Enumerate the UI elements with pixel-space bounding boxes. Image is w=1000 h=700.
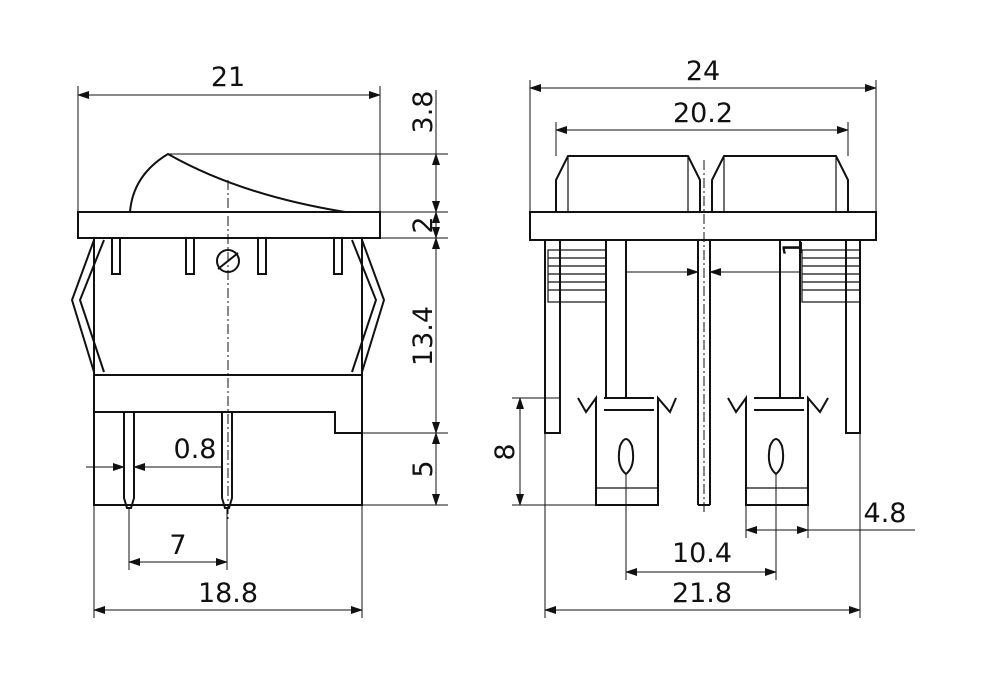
dim-front-4-8: 4.8 <box>864 498 907 529</box>
dim-front-21-8: 21.8 <box>672 578 732 609</box>
front-view-dimensions: 24 20.2 1 8 4.8 10.4 21.8 <box>490 56 915 618</box>
dim-front-1: 1 <box>778 239 809 256</box>
dim-side-21: 21 <box>211 62 245 93</box>
front-terminal-right <box>727 394 829 506</box>
dim-side-3-8: 3.8 <box>408 91 439 134</box>
front-view <box>529 155 877 515</box>
dim-front-10-4: 10.4 <box>672 538 732 569</box>
dim-side-0-8: 0.8 <box>174 434 217 465</box>
front-flange <box>529 211 877 241</box>
side-terminal-right <box>221 412 233 509</box>
front-body <box>544 240 861 434</box>
front-terminal-left <box>577 394 677 506</box>
side-terminal-left <box>123 412 135 509</box>
dim-front-24: 24 <box>686 56 720 87</box>
dim-side-7: 7 <box>169 530 186 561</box>
dim-front-20-2: 20.2 <box>673 98 733 129</box>
side-flange <box>77 211 381 239</box>
side-view-dimensions: 21 3.8 2 13.4 5 0.8 7 18.8 <box>77 62 448 618</box>
front-rocker-right <box>711 155 849 212</box>
dim-front-8: 8 <box>490 443 521 460</box>
side-rocker <box>129 152 346 213</box>
front-rocker-left <box>555 155 701 212</box>
dim-side-2: 2 <box>408 216 439 233</box>
side-left-spring <box>70 239 105 373</box>
dim-side-13-4: 13.4 <box>408 306 439 366</box>
dim-side-5: 5 <box>408 460 439 477</box>
dim-side-18-8: 18.8 <box>198 578 258 609</box>
side-right-spring <box>351 239 386 373</box>
side-view <box>70 152 386 520</box>
